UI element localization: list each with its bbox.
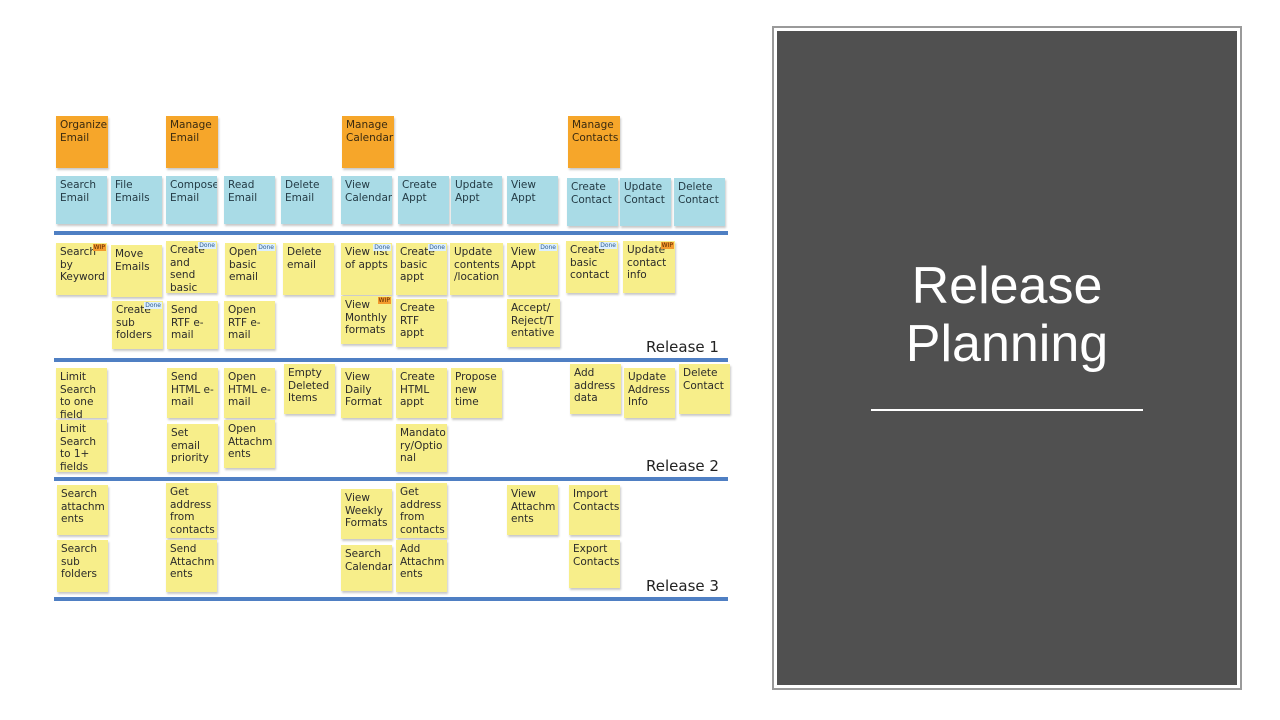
story-note: Search sub folders <box>57 540 108 592</box>
story-note: Update contents /location <box>450 243 503 295</box>
wip-tag: WIP <box>660 242 674 249</box>
wip-tag: WIP <box>92 244 106 251</box>
done-tag: Done <box>257 244 275 251</box>
story-note: Propose new time <box>451 368 502 418</box>
story-note: Accept/ Reject/T entative <box>507 299 560 347</box>
story-note: Search Calendar <box>341 545 392 591</box>
story-note: Get address from contacts <box>396 483 447 538</box>
release-divider <box>54 477 728 481</box>
story-note: Add Attachm ents <box>396 540 447 592</box>
story-note: Open RTF e- mail <box>224 301 275 349</box>
story-note: View Attachm ents <box>507 485 558 535</box>
story-note: Send Attachm ents <box>166 540 217 592</box>
title-underline <box>871 409 1143 411</box>
story-note: Update Address Info <box>624 368 675 418</box>
story-note: Search attachm ents <box>57 485 108 535</box>
done-tag: Done <box>539 244 557 251</box>
activity-note: Manage Calendar <box>342 116 394 168</box>
activity-note: Manage Email <box>166 116 218 168</box>
story-note: Add address data <box>570 364 621 414</box>
story-note: View Weekly Formats <box>341 489 392 539</box>
release-label: Release 2 <box>646 457 719 475</box>
task-note: Update Contact <box>620 178 671 226</box>
story-note: Empty Deleted Items <box>284 364 335 414</box>
release-divider <box>54 231 728 235</box>
story-note: Create HTML appt <box>396 368 447 418</box>
done-tag: Done <box>428 244 446 251</box>
done-tag: Done <box>198 242 216 249</box>
task-note: Create Appt <box>398 176 449 224</box>
story-note: Limit Search to one field <box>56 368 107 418</box>
task-note: Search Email <box>56 176 107 224</box>
story-note: Delete email <box>283 243 334 295</box>
story-note: Mandato ry/Optio nal <box>396 424 447 472</box>
wip-tag: WIP <box>377 297 391 304</box>
story-note: Set email priority <box>167 424 218 472</box>
release-label: Release 1 <box>646 338 719 356</box>
done-tag: Done <box>599 242 617 249</box>
story-note: Create RTF appt <box>396 299 447 347</box>
release-label: Release 3 <box>646 577 719 595</box>
title-panel: Release Planning <box>772 26 1242 690</box>
task-note: File Emails <box>111 176 162 224</box>
story-note: Import Contacts <box>569 485 620 535</box>
task-note: Delete Email <box>281 176 332 224</box>
story-map-board: Organize Email Manage Email Manage Calen… <box>54 116 730 601</box>
story-note: Send RTF e- mail <box>167 301 218 349</box>
story-note: Delete Contact <box>679 364 730 414</box>
story-note: Open HTML e- mail <box>224 368 275 418</box>
story-note: Get address from contacts <box>166 483 217 538</box>
story-note: Limit Search to 1+ fields <box>56 420 107 472</box>
task-note: View Calendar <box>341 176 392 224</box>
story-note: Move Emails <box>111 245 162 297</box>
task-note: Create Contact <box>567 178 618 226</box>
task-note: View Appt <box>507 176 558 224</box>
story-note: Export Contacts <box>569 540 620 588</box>
release-divider <box>54 597 728 601</box>
activity-note: Organize Email <box>56 116 108 168</box>
story-note: Send HTML e- mail <box>167 368 218 418</box>
slide-title: Release Planning <box>905 257 1109 373</box>
task-note: Read Email <box>224 176 275 224</box>
done-tag: Done <box>373 244 391 251</box>
release-divider <box>54 358 728 362</box>
task-note: Compose Email <box>166 176 217 224</box>
story-note: View Daily Format <box>341 368 392 418</box>
done-tag: Done <box>144 302 162 309</box>
activity-note: Manage Contacts <box>568 116 620 168</box>
task-note: Update Appt <box>451 176 502 224</box>
task-note: Delete Contact <box>674 178 725 226</box>
story-note: Open Attachm ents <box>224 420 275 468</box>
